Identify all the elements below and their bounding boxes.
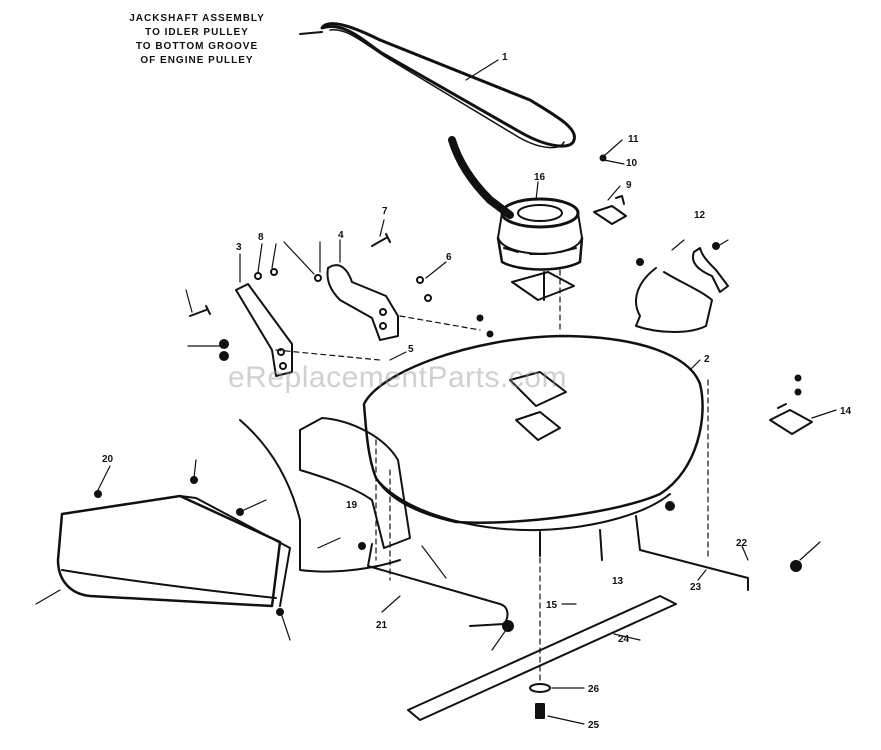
- callout-11: 11: [628, 134, 639, 145]
- alignment-lines: [275, 269, 709, 681]
- callout-5: 5: [408, 344, 414, 355]
- callout-labels: 1 2 3 4 5 6 7 8 9 10 11 12 13 14 15 16 1…: [102, 52, 852, 731]
- callout-2: 2: [704, 354, 710, 365]
- note-line-3: TO BOTTOM GROOVE: [135, 41, 259, 52]
- v-belt: [320, 22, 576, 219]
- callout-25: 25: [588, 720, 600, 731]
- bracket-12: [692, 247, 729, 293]
- note-leader: [299, 31, 323, 35]
- chute-outline: [239, 419, 401, 573]
- callout-21: 21: [376, 620, 388, 631]
- adapter-plate: [511, 271, 575, 301]
- note-line-2: TO IDLER PULLEY: [145, 27, 249, 38]
- callout-15: 15: [546, 600, 558, 611]
- blade-24: [407, 595, 677, 721]
- grass-bag: [56, 494, 291, 608]
- callout-14: 14: [840, 406, 852, 417]
- engine-pulley: [496, 197, 584, 271]
- callout-7: 7: [382, 206, 388, 217]
- callout-10: 10: [626, 158, 638, 169]
- bolt-7: [371, 233, 391, 247]
- bracket-14: [769, 403, 813, 435]
- callout-4: 4: [338, 230, 344, 241]
- callout-22: 22: [736, 538, 748, 549]
- note-line-4: OF ENGINE PULLEY: [140, 55, 254, 66]
- callout-13: 13: [612, 576, 624, 587]
- hardware: [94, 242, 802, 719]
- clip-9: [593, 195, 627, 225]
- callout-16: 16: [534, 172, 546, 183]
- watermark: eReplacementParts.com: [228, 361, 567, 394]
- axle-22: [635, 515, 749, 591]
- callout-20: 20: [102, 454, 114, 465]
- callout-8: 8: [258, 232, 264, 243]
- leader-lines: [35, 59, 837, 725]
- callout-23: 23: [690, 582, 702, 593]
- assembly-note: JACKSHAFT ASSEMBLY TO IDLER PULLEY TO BO…: [92, 12, 302, 68]
- callout-12: 12: [694, 210, 706, 221]
- bolt-1: [189, 305, 211, 317]
- callout-9: 9: [626, 180, 632, 191]
- callout-3: 3: [236, 242, 242, 253]
- callout-1: 1: [502, 52, 508, 63]
- bracket-center: [326, 264, 399, 341]
- discharge-chute: [299, 417, 411, 549]
- chute-guard: [635, 267, 713, 333]
- axle-21: [367, 543, 509, 627]
- callout-24: 24: [618, 634, 630, 645]
- bracket-left: [235, 283, 293, 377]
- note-line-1: JACKSHAFT ASSEMBLY: [129, 13, 265, 24]
- callout-19: 19: [346, 500, 358, 511]
- callout-26: 26: [588, 684, 600, 695]
- callout-6: 6: [446, 252, 452, 263]
